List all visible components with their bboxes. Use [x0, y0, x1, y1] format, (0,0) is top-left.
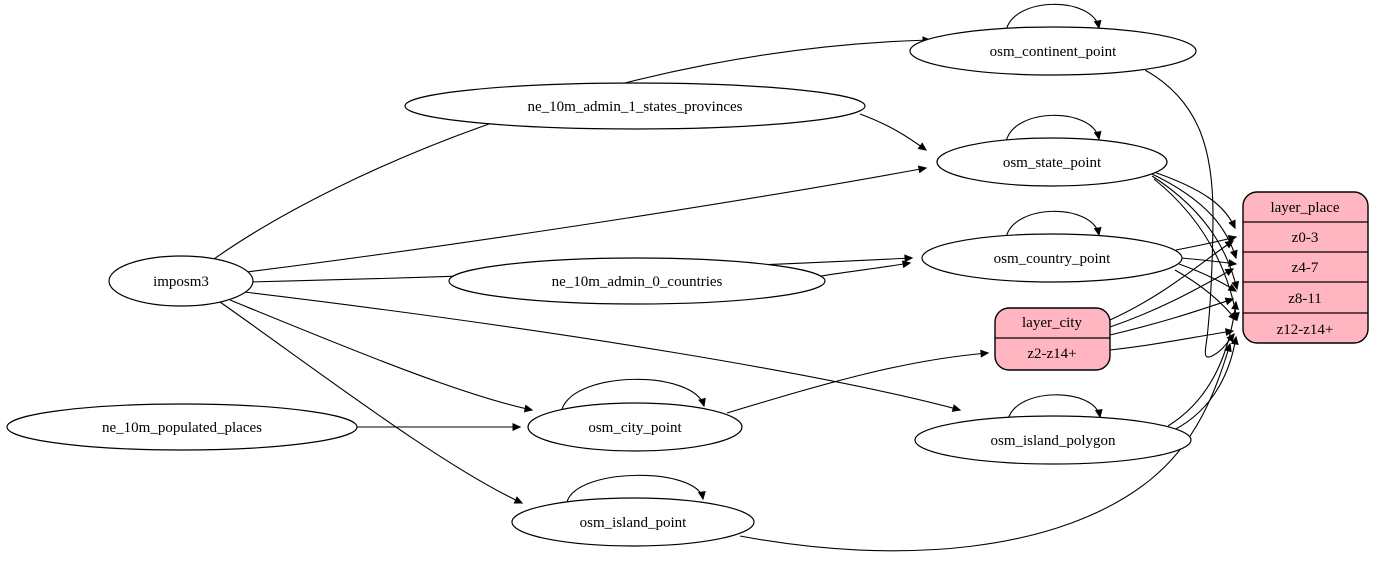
layer_place-row-z0-3: z0-3: [1292, 230, 1319, 246]
node-osm_island_polygon: osm_island_polygon: [914, 415, 1192, 465]
edge-ne_10m_admin_0_countries-osm_country_point: [820, 260, 912, 277]
node-osm_island_point: osm_island_point: [511, 497, 755, 547]
layer_place-title: layer_place: [1270, 200, 1339, 216]
osm_city_point-ellipse: [527, 402, 743, 452]
edge-osm_state_point-z0-3: [1147, 169, 1236, 230]
edge-layer_city-z12-z14: [1109, 328, 1235, 351]
osm_city_point-label: osm_city_point: [588, 420, 682, 436]
node-layer_city: layer_city z2-z14+: [994, 307, 1111, 371]
self-loop-osm_country_point: [1005, 210, 1102, 239]
layer_place-row-z4-7: z4-7: [1292, 260, 1319, 276]
osm_state_point-ellipse: [936, 137, 1168, 187]
ne_10m_admin_1_states_provinces-ellipse: [404, 82, 866, 130]
layer_city-title: layer_city: [1022, 315, 1082, 331]
node-osm_city_point: osm_city_point: [527, 402, 743, 452]
edge-osm_country_point-z4-7: [1180, 257, 1238, 267]
edge-layer_city-z8-11: [1109, 297, 1235, 336]
osm_country_point-label: osm_country_point: [994, 251, 1111, 267]
edge-osm_island_point-z12-z14: [739, 342, 1232, 552]
layer_place-row-z12-z14: z12-z14+: [1277, 322, 1334, 338]
self-loop-osm_continent_point: [1005, 3, 1102, 32]
edge-layer_city-z0-3: [1109, 240, 1235, 321]
osm_state_point-label: osm_state_point: [1003, 155, 1102, 171]
node-osm_state_point: osm_state_point: [936, 137, 1168, 187]
osm_island_polygon-label: osm_island_polygon: [990, 433, 1116, 449]
osm_island_point-label: osm_island_point: [580, 515, 688, 531]
ne_10m_populated_places-ellipse: [6, 403, 358, 451]
imposm3-ellipse: [108, 255, 254, 307]
edge-osm_island_polygon-z12-z14: [1173, 335, 1239, 431]
edge-osm_country_point-z12-z14: [1174, 269, 1237, 322]
edge-osm_island_polygon-z8-11: [1167, 300, 1239, 427]
node-layer_place: layer_place z0-3 z4-7 z8-11 z12-z14+: [1242, 191, 1369, 344]
edge-imposm3-osm_city_point: [229, 299, 534, 413]
osm_country_point-ellipse: [921, 233, 1183, 283]
self-loop-osm_state_point: [1005, 114, 1102, 143]
node-osm_country_point: osm_country_point: [921, 233, 1183, 283]
self-loop-osm_island_point: [566, 474, 706, 503]
ne_10m_admin_1_states_provinces-label: ne_10m_admin_1_states_provinces: [528, 99, 743, 115]
edge-imposm3-osm_island_point: [219, 301, 524, 504]
edge-imposm3-osm_state_point: [246, 165, 928, 273]
edges: [213, 3, 1240, 552]
edge-imposm3-osm_island_polygon: [243, 291, 962, 412]
node-imposm3: imposm3: [108, 255, 254, 307]
edge-osm_state_point-z8-11: [1151, 175, 1240, 291]
node-ne_10m_admin_0_countries: ne_10m_admin_0_countries: [448, 257, 826, 305]
edge-ne_10m_admin_1_states_provinces-osm_state_point: [859, 113, 928, 151]
layer_place-row-z8-11: z8-11: [1288, 291, 1322, 307]
ne_10m_admin_0_countries-ellipse: [448, 257, 826, 305]
node-osm_continent_point: osm_continent_point: [909, 26, 1197, 76]
imposm3-label: imposm3: [153, 274, 209, 290]
edge-osm_country_point-z8-11: [1178, 263, 1238, 292]
edge-osm_continent_point-z12-z14: [1144, 69, 1235, 358]
edge-layer_city-z4-7: [1109, 268, 1235, 328]
layer_city-row-z2-z14: z2-z14+: [1027, 346, 1076, 362]
osm_island_point-ellipse: [511, 497, 755, 547]
node-ne_10m_populated_places: ne_10m_populated_places: [6, 403, 358, 451]
layer_city-box: [994, 307, 1111, 371]
edge-osm_country_point-z0-3: [1175, 234, 1238, 251]
layer_place-box: [1242, 191, 1369, 344]
edge-osm_city_point-layer_city: [726, 349, 990, 414]
osm_continent_point-label: osm_continent_point: [990, 44, 1117, 60]
self-loop-osm_city_point: [561, 378, 706, 410]
ne_10m_admin_0_countries-label: ne_10m_admin_0_countries: [552, 274, 723, 290]
node-ne_10m_admin_1_states_provinces: ne_10m_admin_1_states_provinces: [404, 82, 866, 130]
osm_continent_point-ellipse: [909, 26, 1197, 76]
osm_island_polygon-ellipse: [914, 415, 1192, 465]
self-loop-osm_island_polygon: [1007, 394, 1103, 421]
ne_10m_populated_places-label: ne_10m_populated_places: [102, 420, 262, 436]
